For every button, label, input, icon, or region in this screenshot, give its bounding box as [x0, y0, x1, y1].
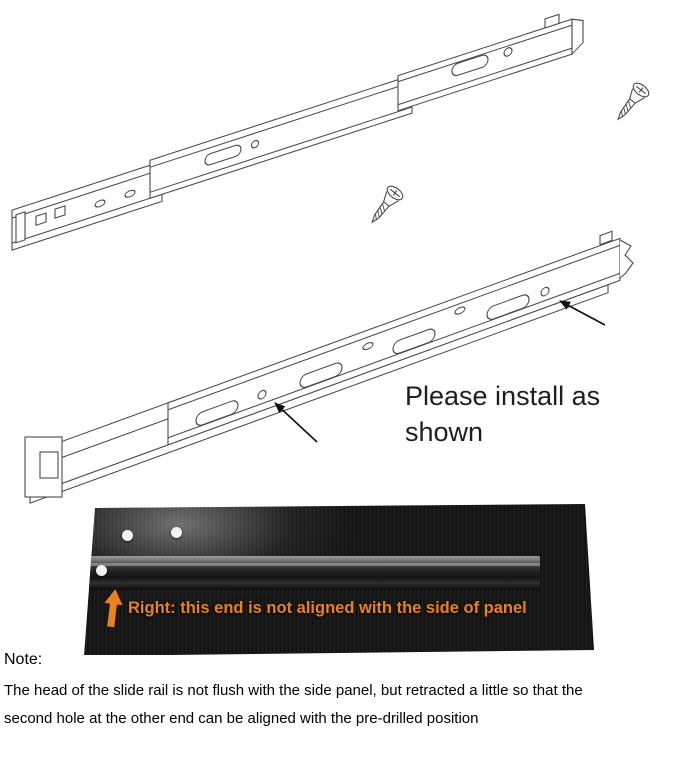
screw-icon — [371, 185, 404, 224]
screw-icon — [617, 82, 650, 121]
rail-inner-section — [397, 13, 584, 112]
mounting-hole — [257, 389, 267, 400]
install-note-text: Please install as shown — [405, 381, 601, 447]
mounting-slots — [195, 286, 550, 426]
rail-end-hook — [599, 230, 613, 246]
installation-photo: Right: this end is not aligned with the … — [84, 504, 594, 655]
photo-caption: Right: this end is not aligned with the … — [128, 599, 527, 617]
rail-highlight — [88, 563, 540, 566]
screw-cap-dot — [122, 530, 133, 541]
note-line-2: second hole at the other end can be alig… — [4, 710, 479, 727]
slide-rail-photo — [88, 556, 540, 590]
rail-middle-section — [149, 74, 413, 199]
rail-end-cap — [24, 436, 63, 498]
slide-rail-body — [24, 230, 634, 504]
rail-screw-head — [96, 565, 107, 576]
hole-pointer-arrows — [274, 300, 606, 443]
pointer-arrow-icon — [274, 402, 318, 443]
orange-up-arrow-icon — [104, 589, 123, 628]
rail-outer-section — [11, 160, 163, 251]
screw-cap-dot — [171, 527, 182, 538]
slide-rail-extended-drawing — [11, 13, 650, 251]
note-line-1: The head of the slide rail is not flush … — [4, 682, 583, 699]
note-section: Note: The head of the slide rail is not … — [4, 651, 676, 733]
rail-right-tip — [619, 239, 634, 279]
pointer-arrow-icon — [559, 300, 606, 326]
slide-rail-holes-drawing — [24, 230, 634, 504]
slide-rail-body — [11, 13, 584, 251]
mounting-hole — [540, 286, 550, 297]
note-label: Note: — [4, 651, 43, 668]
